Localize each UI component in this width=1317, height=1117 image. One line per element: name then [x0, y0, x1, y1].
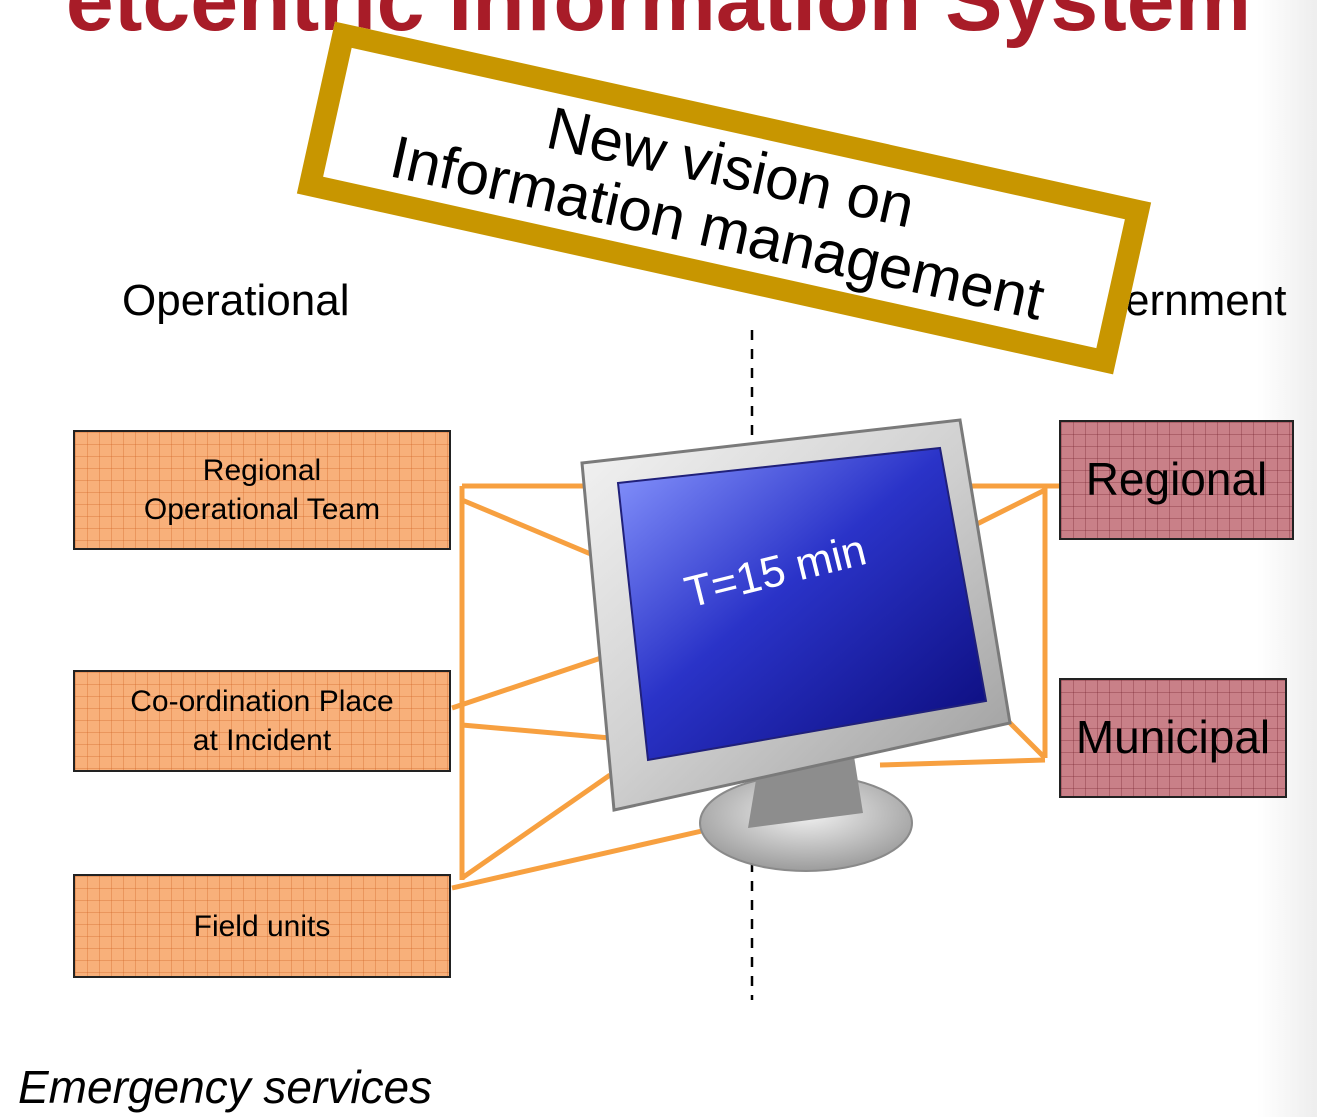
link-gov-regional-diag [973, 487, 1047, 528]
monitor-icon [580, 418, 1012, 872]
coordination-place-box: Co-ordination Place at Incident [73, 670, 451, 772]
government-heading: ernment [1125, 276, 1287, 325]
link-gov-municipal-lower [879, 757, 1046, 768]
operational-heading: Operational [122, 276, 350, 325]
link-coord-lower [460, 772, 612, 881]
emergency-services-label: Emergency services [18, 1061, 433, 1113]
government-municipal-box: Municipal [1059, 678, 1287, 798]
slide-title: etcentric Information System [65, 0, 1252, 49]
link-coord-mid [461, 722, 611, 741]
link-coord-upper [451, 652, 611, 711]
link-regional-op-diag [461, 497, 606, 563]
link-field-units [451, 825, 716, 891]
government-regional-box: Regional [1059, 420, 1294, 540]
field-units-box: Field units [73, 874, 451, 978]
regional-operational-team-box: Regional Operational Team [73, 430, 451, 550]
link-gov-municipal-upper [1003, 716, 1047, 760]
right-edge-fade [1257, 0, 1317, 1117]
